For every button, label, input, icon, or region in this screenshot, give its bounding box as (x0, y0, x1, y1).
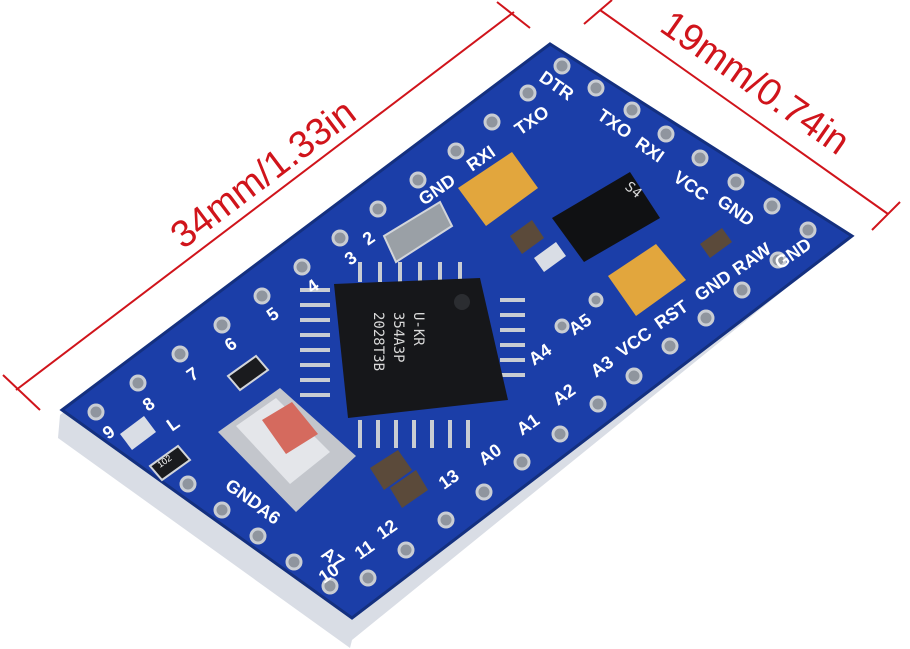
chip-marking-3: 2028T3B (370, 312, 386, 371)
smd-components: 102 (120, 220, 732, 508)
tantalum-capacitors (458, 152, 686, 316)
chip-marking-1: U-KR (410, 312, 426, 346)
voltage-regulator: S4 (552, 172, 660, 262)
reset-button (218, 388, 356, 512)
microcontroller-chip: U-KR 354A3P 2028T3B (300, 262, 525, 448)
pin-holes (87, 57, 817, 595)
chip-marking-2: 354A3P (390, 312, 406, 363)
crystal (382, 200, 454, 264)
